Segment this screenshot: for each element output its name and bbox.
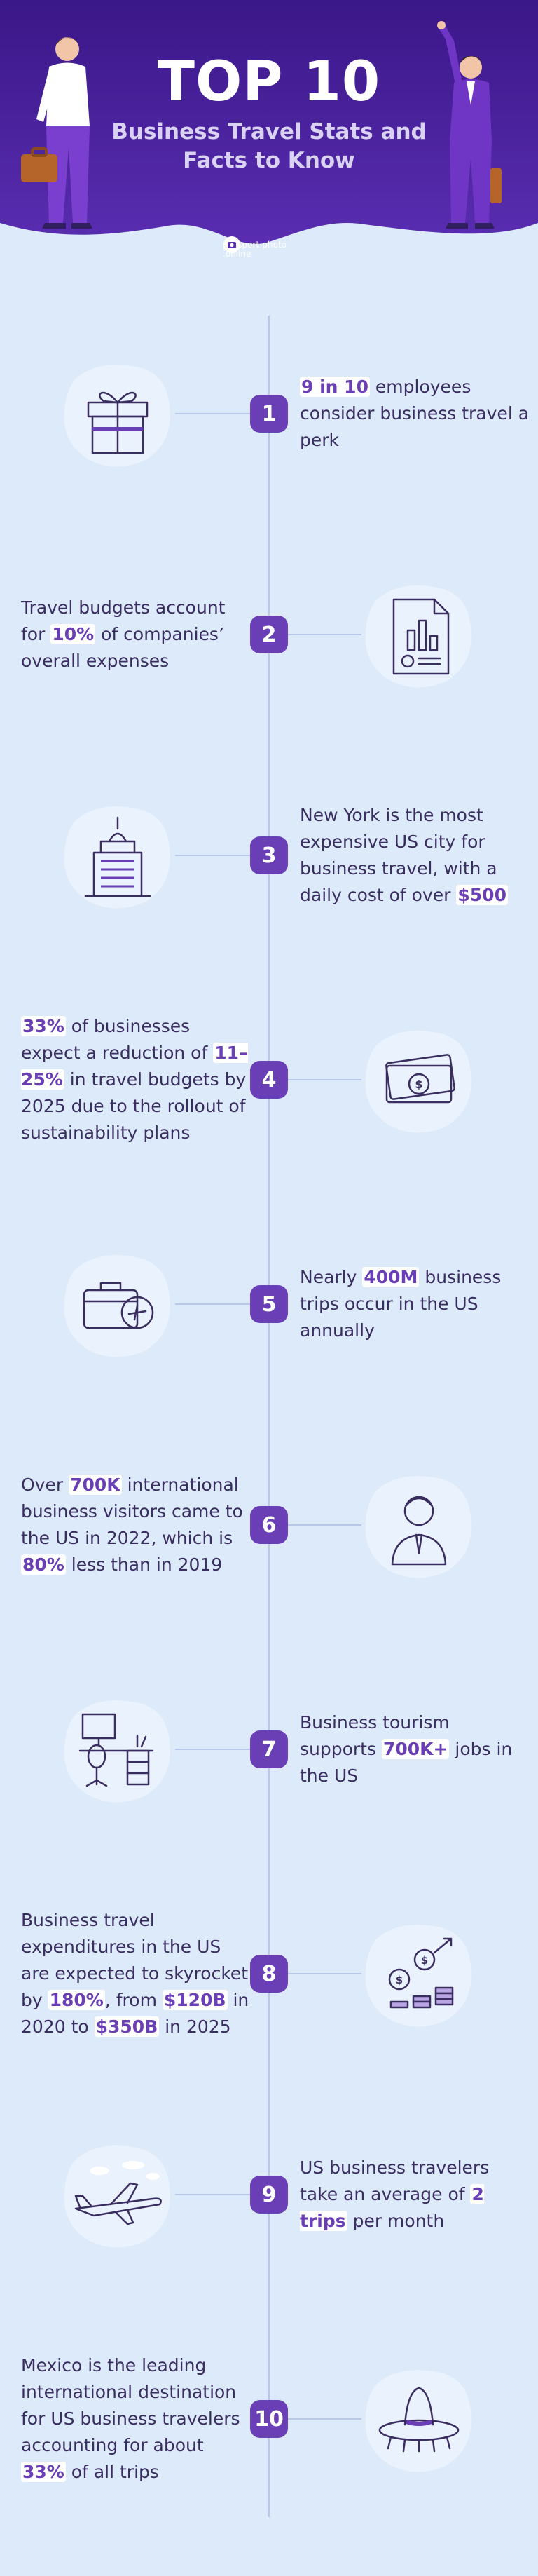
svg-text:$: $ (421, 1954, 428, 1967)
fact-number-badge: 8 (250, 1955, 288, 1993)
fact-text-part: Nearly (300, 1267, 363, 1287)
fact-highlight: $500 (456, 885, 508, 905)
timeline-connector (175, 1303, 268, 1305)
fact-highlight: $120B (162, 1990, 228, 2010)
fact-text-part: Over (21, 1475, 69, 1495)
fact-text: 33% of businesses expect a reduction of … (21, 1013, 252, 1146)
fact-text: Over 700K international business visitor… (21, 1472, 252, 1578)
brand-logo[interactable]: passport-photo .online (223, 236, 287, 264)
businessman-icon (356, 1462, 482, 1588)
money-bills-icon: $ (356, 1017, 482, 1143)
fact-text: 9 in 10 employees consider business trav… (300, 374, 531, 454)
timeline-connector (269, 634, 361, 635)
fact-number-badge: 9 (250, 2176, 288, 2214)
office-desk-icon (55, 1686, 181, 1812)
fact-text-part: US business travelers take an average of (300, 2157, 490, 2204)
camera-icon (223, 236, 240, 253)
fact-text-part: in travel budgets by 2025 due to the rol… (21, 1069, 247, 1143)
page-title: TOP 10 (157, 50, 381, 114)
fact-text: Travel budgets account for 10% of compan… (21, 595, 252, 674)
timeline-connector (175, 413, 268, 414)
fact-text-part: Business travel expenditures in the US a… (21, 1910, 249, 2010)
page-subtitle: Business Travel Stats and Facts to Know (111, 119, 427, 173)
report-chart-icon (356, 571, 482, 698)
fact-text-part: Business tourism supports (300, 1712, 450, 1759)
fact-text-part: in 2020 to (21, 1990, 249, 2037)
businessman-left-illustration (21, 37, 92, 229)
fact-text: Business tourism supports 700K+ jobs in … (300, 1709, 531, 1789)
fact-text: US business travelers take an average of… (300, 2155, 531, 2235)
fact-highlight: 700K (69, 1475, 122, 1495)
fact-number-badge: 6 (250, 1506, 288, 1544)
fact-number-badge: 5 (250, 1285, 288, 1323)
timeline-connector (269, 1079, 361, 1080)
fact-highlight: 33% (21, 2462, 66, 2482)
fact-text-part: less than in 2019 (65, 1554, 223, 1575)
fact-number-badge: 3 (250, 836, 288, 874)
businessman-right-illustration (437, 21, 502, 229)
fact-text-part: jobs in the US (300, 1739, 513, 1786)
fact-number-badge: 7 (250, 1730, 288, 1768)
timeline-connector (175, 1749, 268, 1750)
fact-text: Nearly 400M business trips occur in the … (300, 1264, 531, 1344)
timeline-connector (269, 2418, 361, 2420)
fact-number-badge: 4 (250, 1061, 288, 1099)
fact-highlight: 33% (21, 1016, 66, 1036)
fact-number-badge: 2 (250, 616, 288, 653)
fact-text-part: of companies’ overall expenses (21, 624, 224, 671)
timeline-connector (175, 2194, 268, 2195)
fact-text-part: of all trips (65, 2462, 159, 2482)
svg-text:$: $ (396, 1974, 403, 1986)
fact-highlight: 700K+ (381, 1739, 450, 1759)
fact-number-badge: 10 (250, 2400, 288, 2438)
fact-text-part: in 2025 (159, 2016, 231, 2037)
fact-text-part: Travel budgets account for (21, 597, 226, 644)
coins-growth-icon: $$ (356, 1911, 482, 2037)
airplane-icon (55, 2131, 181, 2258)
fact-text: Business travel expenditures in the US a… (21, 1907, 252, 2040)
header-banner: TOP 10 Business Travel Stats and Facts t… (0, 0, 538, 280)
fact-text-part: business trips occur in the US annually (300, 1267, 502, 1341)
fact-text-part: New York is the most expensive US city f… (300, 805, 497, 905)
fact-highlight: 400M (362, 1267, 420, 1287)
timeline-connector (269, 1524, 361, 1526)
fact-number-badge: 1 (250, 395, 288, 433)
fact-text-part: of businesses expect a reduction of (21, 1016, 214, 1063)
svg-text:$: $ (415, 1078, 422, 1091)
fact-highlight: 9 in 10 (300, 377, 370, 397)
city-building-icon (55, 792, 181, 918)
fact-text: Mexico is the leading international dest… (21, 2352, 252, 2486)
fact-text: New York is the most expensive US city f… (300, 802, 531, 909)
fact-highlight: 10% (50, 624, 96, 644)
fact-text-part: international business visitors came to … (21, 1475, 243, 1548)
fact-highlight: $350B (94, 2016, 160, 2037)
timeline-line (268, 316, 270, 2517)
suitcase-plane-icon (55, 1241, 181, 1367)
fact-highlight: 80% (21, 1554, 66, 1575)
fact-text-part: , from (104, 1990, 163, 2010)
fact-text-part: per month (347, 2211, 445, 2231)
timeline-connector (175, 855, 268, 856)
timeline-connector (269, 1973, 361, 1974)
gift-icon (55, 351, 181, 477)
fact-text-part: Mexico is the leading international dest… (21, 2355, 240, 2455)
header-background (0, 0, 538, 244)
fact-highlight: 180% (48, 1990, 105, 2010)
fact-text-part: employees consider business travel a per… (300, 377, 530, 450)
sombrero-icon (356, 2356, 482, 2482)
